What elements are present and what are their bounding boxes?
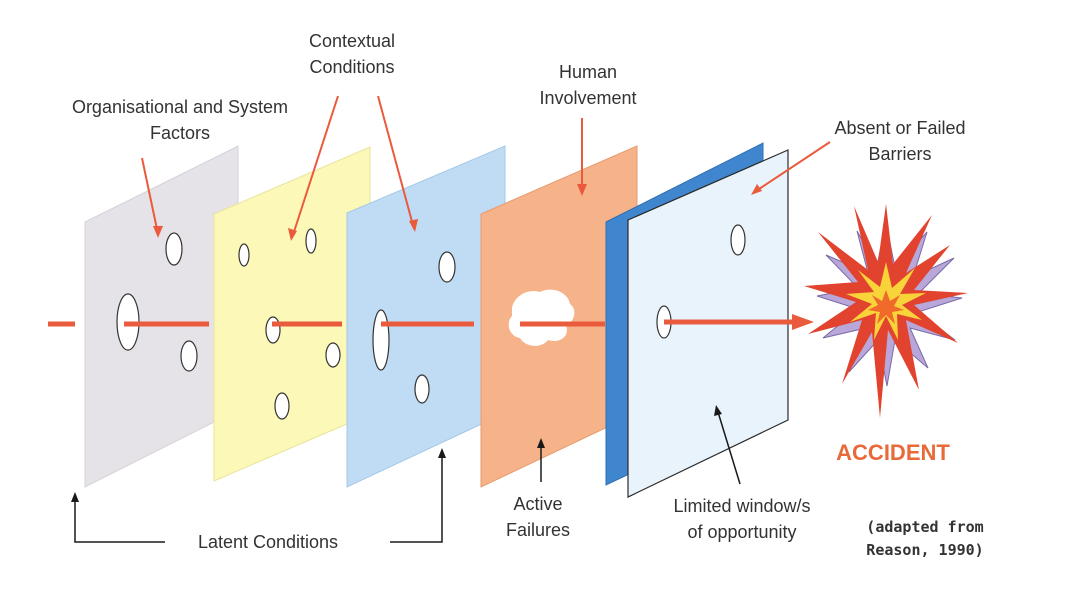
absent-label-line2: Barriers bbox=[868, 144, 931, 164]
human-label-line2: Involvement bbox=[539, 88, 636, 108]
limited-window-label-line1: Limited window/s bbox=[673, 496, 810, 516]
absent-label-line1: Absent or Failed bbox=[834, 118, 965, 138]
accident-label: ACCIDENT bbox=[836, 440, 950, 465]
hole bbox=[326, 343, 340, 367]
hole bbox=[166, 233, 182, 265]
hole bbox=[181, 341, 197, 371]
contextual-label-line1: Contextual bbox=[309, 31, 395, 51]
trajectory-arrowhead bbox=[792, 314, 814, 330]
hole bbox=[266, 317, 280, 343]
latent-bracket-right bbox=[390, 456, 442, 542]
active-failures-label-line1: Active bbox=[513, 494, 562, 514]
hole bbox=[275, 393, 289, 419]
active-failures-label-line2: Failures bbox=[506, 520, 570, 540]
hole bbox=[306, 229, 316, 253]
accident-trajectory bbox=[48, 322, 795, 324]
contextual-label-line2: Conditions bbox=[309, 57, 394, 77]
latent-bracket bbox=[75, 456, 442, 542]
hole bbox=[415, 375, 429, 403]
latent-bracket-left bbox=[75, 500, 165, 542]
latent-bracket-right-head bbox=[438, 448, 446, 458]
limited-window-label-line2: of opportunity bbox=[687, 522, 796, 542]
latent-conditions-label: Latent Conditions bbox=[198, 532, 338, 552]
human-label-line1: Human bbox=[559, 62, 617, 82]
organisational-label-line2: Factors bbox=[150, 123, 210, 143]
latent-bracket-left-head bbox=[71, 492, 79, 502]
accident-starburst bbox=[804, 204, 968, 418]
hole bbox=[731, 225, 745, 255]
hole bbox=[239, 244, 249, 266]
organisational-label-line1: Organisational and System bbox=[72, 97, 288, 117]
hole bbox=[439, 252, 455, 282]
citation-line2: Reason, 1990) bbox=[866, 541, 983, 559]
citation-line1: (adapted from bbox=[866, 518, 983, 536]
hole bbox=[373, 310, 389, 370]
